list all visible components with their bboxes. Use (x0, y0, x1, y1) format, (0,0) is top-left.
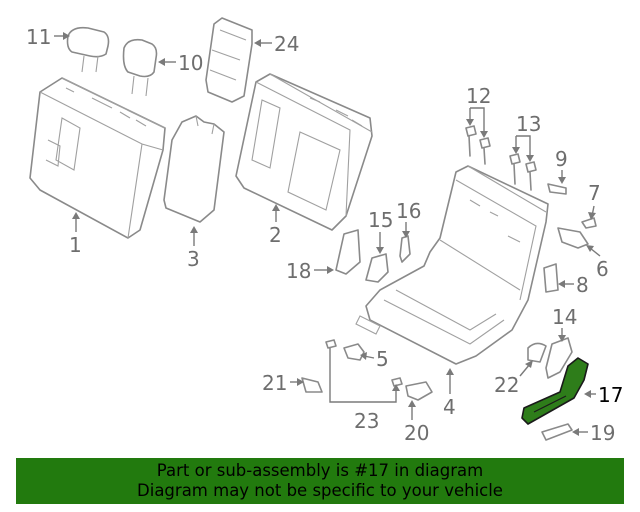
part-5-bracket (343, 343, 365, 361)
part-1-seat-back-cushion (29, 77, 166, 239)
callout-18: 18 (286, 259, 311, 283)
part-20-bracket (405, 381, 433, 401)
callout-5: 5 (376, 347, 389, 371)
part-23-pieces (325, 339, 403, 387)
callout-9: 9 (555, 147, 568, 171)
callout-2: 2 (269, 223, 282, 247)
banner-line-1: Part or sub-assembly is #17 in diagram (156, 461, 484, 480)
callout-15: 15 (368, 208, 393, 232)
parts-diagram: 11 10 24 1 3 2 12 13 9 7 6 8 15 16 18 14… (26, 17, 623, 445)
callout-13: 13 (516, 112, 541, 136)
callout-1: 1 (69, 233, 82, 257)
callout-21: 21 (262, 371, 287, 395)
callout-20: 20 (404, 421, 429, 445)
part-8-pad (543, 263, 559, 293)
part-10-headrest (122, 38, 158, 97)
callout-23: 23 (354, 409, 379, 433)
callout-22: 22 (494, 373, 519, 397)
part-18-hinge (335, 229, 361, 275)
callout-12: 12 (466, 84, 491, 108)
part-22-bracket (527, 342, 547, 363)
part-19-trim-strip (541, 423, 573, 441)
seat-frame-assembly (355, 165, 549, 365)
part-9-clip (547, 183, 567, 195)
part-12-bolts (465, 125, 491, 165)
callout-7: 7 (588, 181, 601, 205)
part-6-bracket (557, 227, 589, 249)
part-24-back-panel (205, 17, 253, 103)
callout-6: 6 (596, 257, 609, 281)
info-banner: Part or sub-assembly is #17 in diagram D… (16, 458, 624, 504)
callout-11: 11 (26, 25, 51, 49)
part-15-bracket (365, 253, 389, 283)
callout-8: 8 (576, 273, 589, 297)
callout-24: 24 (274, 32, 299, 56)
part-7-clip (581, 217, 597, 229)
leader-lines (54, 32, 601, 436)
part-21-bracket (301, 377, 323, 393)
callout-17: 17 (598, 383, 623, 407)
banner-line-2: Diagram may not be specific to your vehi… (137, 481, 503, 500)
part-14-bracket (545, 337, 573, 379)
part-2-seat-back-frame (235, 73, 373, 231)
callout-labels: 11 10 24 1 3 2 12 13 9 7 6 8 15 16 18 14… (26, 25, 623, 445)
callout-10: 10 (178, 51, 203, 75)
callout-4: 4 (443, 395, 456, 419)
part-11-headrest (66, 26, 110, 73)
part-13-bolts (509, 153, 537, 191)
callout-3: 3 (187, 247, 200, 271)
callout-19: 19 (590, 421, 615, 445)
part-17-side-trim (521, 357, 589, 425)
part-16-bracket (399, 235, 411, 263)
part-3-backing-board (163, 115, 225, 223)
callout-14: 14 (552, 305, 577, 329)
callout-16: 16 (396, 199, 421, 223)
